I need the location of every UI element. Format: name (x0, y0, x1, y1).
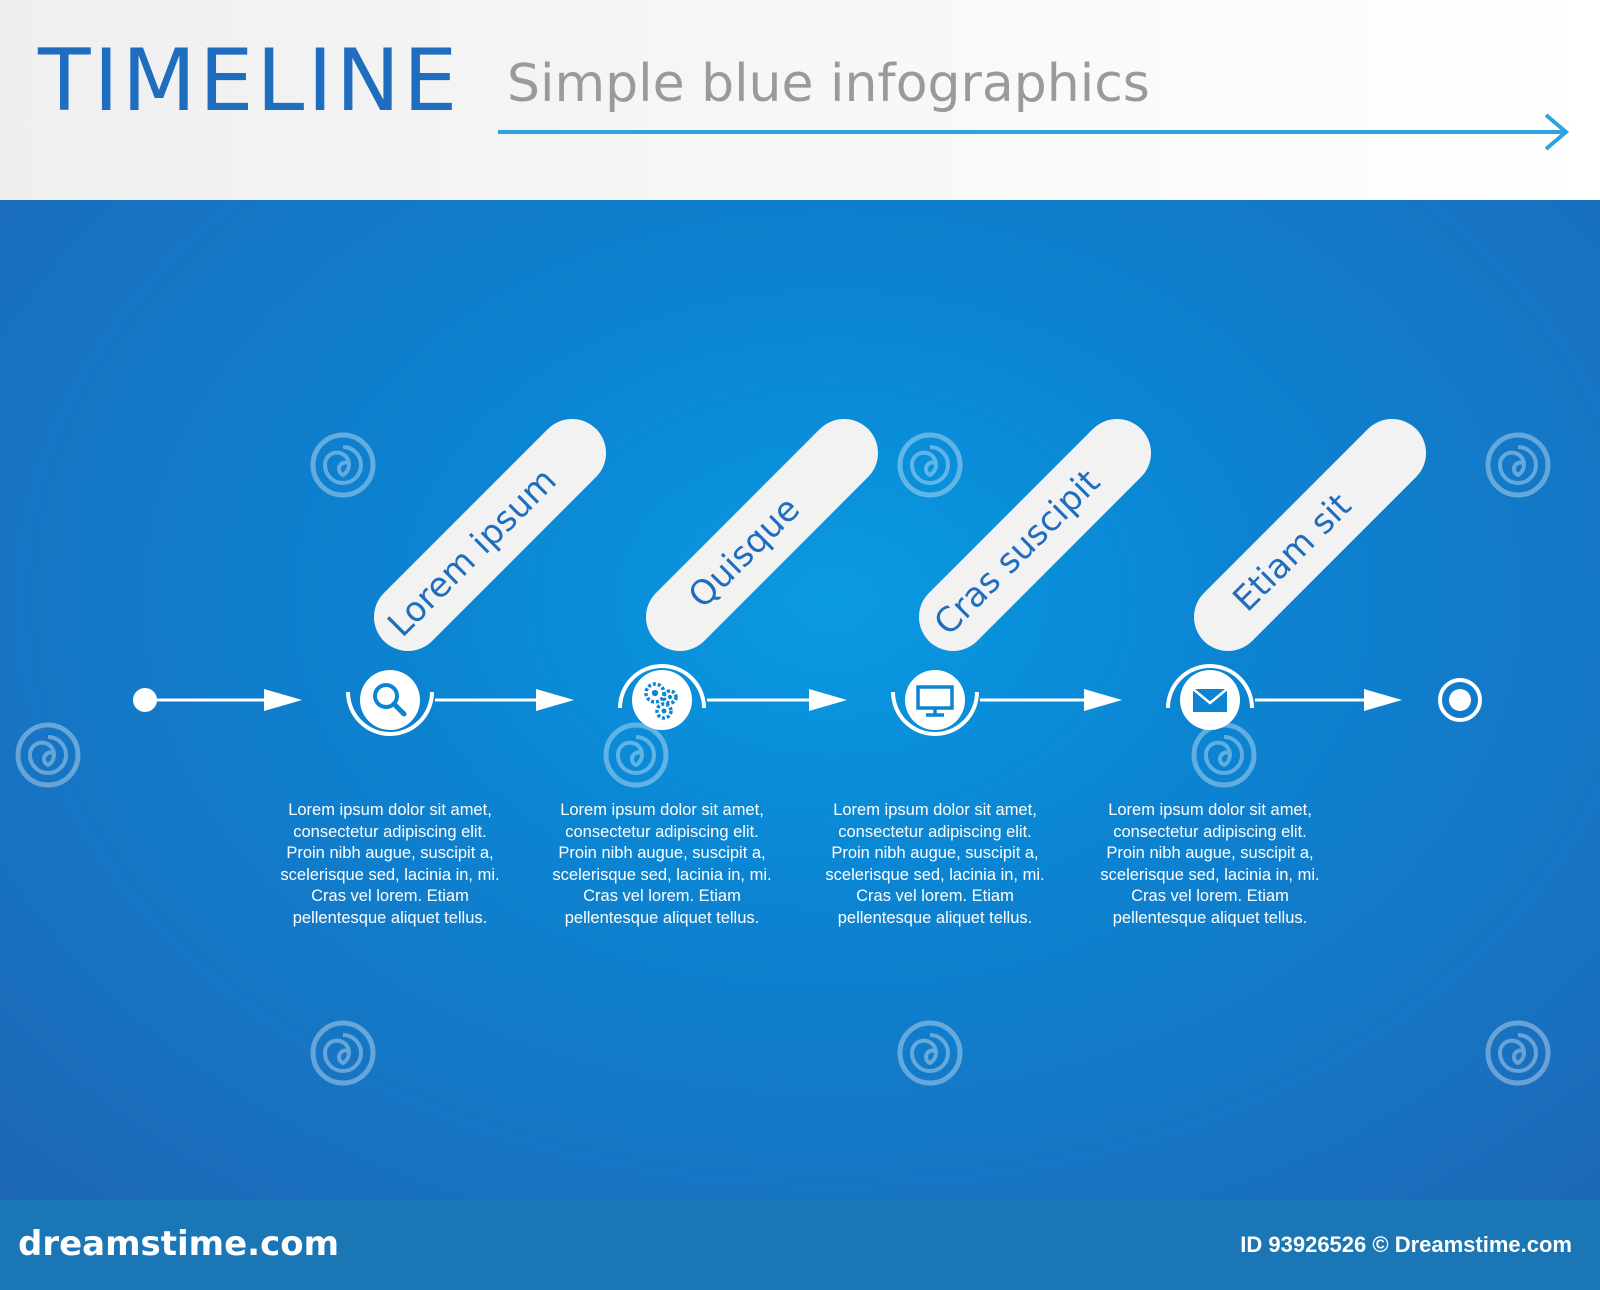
header-arrow (498, 113, 1570, 151)
spiral-watermark-icon (1191, 722, 1257, 788)
timeline-start-dot (133, 688, 157, 712)
timeline-step: Lorem ipsum (346, 418, 607, 736)
spiral-watermark-icon (897, 432, 963, 498)
step-description: Lorem ipsum dolor sit amet, consectetur … (825, 801, 1045, 927)
step-label-pill: Cras suscipit (918, 418, 1152, 652)
timeline-arrow (1255, 689, 1402, 711)
spiral-watermark-icon (603, 722, 669, 788)
step-description: Lorem ipsum dolor sit amet, consectetur … (280, 801, 500, 927)
step-label-pill: Lorem ipsum (373, 418, 607, 652)
timeline-arrow (435, 689, 574, 711)
page-title: TIMELINE (38, 31, 461, 131)
spiral-watermark-icon (897, 1020, 963, 1086)
monitor-icon (916, 685, 954, 717)
timeline-arrow (980, 689, 1122, 711)
step-node (905, 670, 965, 730)
timeline-arrow (157, 689, 302, 711)
timeline-arrow (707, 689, 847, 711)
step-arc (1166, 664, 1254, 709)
footer-id: ID 93926526 © Dreamstime.com (1240, 1232, 1572, 1257)
step-node (360, 670, 420, 730)
step-label: Lorem ipsum (380, 461, 564, 645)
envelope-icon (1192, 688, 1228, 712)
page-subtitle: Simple blue infographics (507, 54, 1150, 114)
step-arc (618, 664, 706, 709)
timeline-step: Quisque (618, 418, 879, 730)
step-arc (891, 691, 979, 736)
spiral-watermark-icon (1485, 432, 1551, 498)
search-icon (373, 683, 407, 717)
header-band: TIMELINE Simple blue infographics (0, 0, 1600, 200)
step-label-pill: Etiam sit (1193, 418, 1427, 652)
spiral-watermark-icon (310, 1020, 376, 1086)
footer-brand: dreamstime.com (18, 1224, 340, 1264)
step-label-pill: Quisque (645, 418, 879, 652)
spiral-watermark-icon (1485, 1020, 1551, 1086)
spiral-watermark-icon (310, 432, 376, 498)
timeline-diagram: Lorem ipsum Quisque Cras suscipit Etiam sit (15, 418, 1551, 1086)
timeline-end-node (1438, 678, 1482, 722)
footer-bar: dreamstime.com ID 93926526 © Dreamstime.… (0, 1200, 1600, 1290)
timeline-step: Etiam sit (1166, 418, 1427, 730)
step-label: Cras suscipit (927, 462, 1108, 643)
step-arc (346, 691, 434, 736)
step-description: Lorem ipsum dolor sit amet, consectetur … (552, 801, 772, 927)
timeline-step: Cras suscipit (891, 418, 1152, 736)
gears-icon (644, 682, 678, 720)
spiral-watermark-icon (15, 722, 81, 788)
step-description: Lorem ipsum dolor sit amet, consectetur … (1100, 801, 1320, 927)
